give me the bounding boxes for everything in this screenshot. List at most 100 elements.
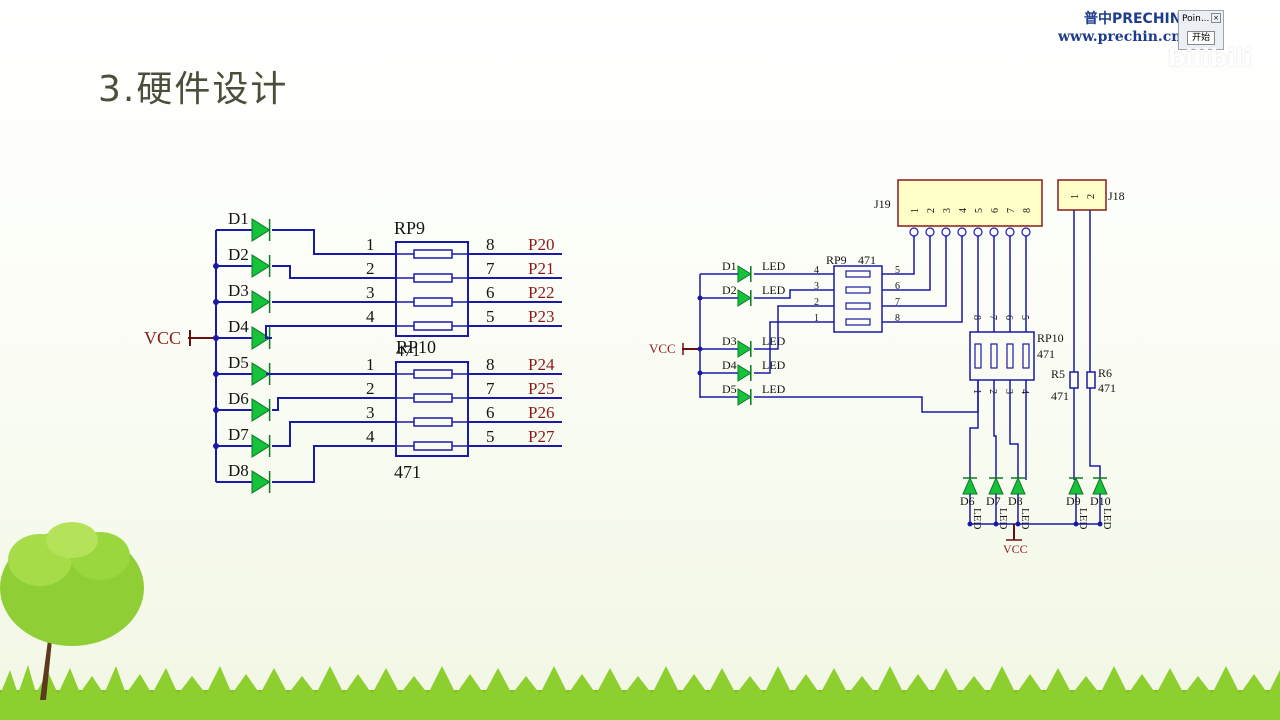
j19-pin-number: 7 xyxy=(1006,208,1017,213)
pin-number-bottom: 4 xyxy=(1019,389,1030,394)
resistor xyxy=(1006,343,1014,369)
junction-dot xyxy=(697,346,703,352)
rp10-d7-wire xyxy=(993,380,997,480)
j19-pin-terminal xyxy=(1021,227,1031,237)
led-d6 xyxy=(962,476,978,495)
r5-name: R5 xyxy=(1051,367,1065,381)
brand-name: 普中PRECHIN xyxy=(1083,11,1182,27)
rp10-right-body xyxy=(969,331,1035,381)
led-ref: D5 xyxy=(722,382,737,396)
junction-dot xyxy=(213,371,219,377)
rp9-right-body xyxy=(833,265,883,333)
led-d5-wire xyxy=(754,380,979,413)
led-label: D1 xyxy=(228,209,249,228)
j19-body xyxy=(897,179,1043,227)
rp10-resistors xyxy=(396,369,562,451)
led-label: D7 xyxy=(228,425,249,444)
led-ref: D4 xyxy=(722,358,737,372)
j18-name: J18 xyxy=(1108,189,1125,203)
resistor xyxy=(413,321,453,331)
pin-number-right: 6 xyxy=(895,281,900,292)
led-ref: D10 xyxy=(1090,494,1111,508)
tree-decoration xyxy=(0,522,144,700)
led-d4 xyxy=(251,326,271,350)
resistor xyxy=(413,297,453,307)
led-d2-wire xyxy=(754,289,834,299)
pin-number-right: 5 xyxy=(486,427,495,446)
j19-pin-number: 4 xyxy=(958,208,969,213)
led-type: LED xyxy=(762,382,786,396)
led-type: LED xyxy=(1101,508,1113,529)
j19-p1-wire xyxy=(882,236,915,275)
port-label: P21 xyxy=(528,259,554,278)
grass-decoration xyxy=(0,665,1280,720)
vcc-label: VCC xyxy=(144,328,181,348)
resistor xyxy=(1022,343,1030,369)
pin-number-left: 3 xyxy=(814,281,819,292)
j19-pin-terminal xyxy=(925,227,935,237)
pin-number-right: 7 xyxy=(895,297,900,308)
start-button[interactable]: 开始 xyxy=(1187,31,1215,45)
led-d1 xyxy=(251,218,271,242)
j18-pin-number: 2 xyxy=(1086,194,1097,199)
r6-body xyxy=(1086,371,1096,389)
resistor xyxy=(974,343,982,369)
rp9-value: 471 xyxy=(396,343,420,360)
resistor xyxy=(990,343,998,369)
pin-number-right: 8 xyxy=(486,235,495,254)
j19-pin-number: 2 xyxy=(926,208,937,213)
led-to-rp-wire xyxy=(272,229,396,255)
vcc-label-right: VCC xyxy=(649,341,676,356)
led-type: LED xyxy=(762,283,786,297)
led-type: LED xyxy=(997,508,1009,529)
j19-p3-wire xyxy=(882,236,947,307)
led-type: LED xyxy=(1077,508,1089,529)
led-label: D4 xyxy=(228,317,249,336)
port-label: P22 xyxy=(528,283,554,302)
led-label: D6 xyxy=(228,389,249,408)
pin-number-right: 6 xyxy=(486,403,495,422)
led-right-d3 xyxy=(737,340,752,358)
led-right-d5 xyxy=(737,388,752,406)
pin-number-bottom: 2 xyxy=(987,389,998,394)
led-d3 xyxy=(251,290,271,314)
pin-number-right: 5 xyxy=(486,307,495,326)
presentation-toolbar[interactable]: Poin... × 开始 xyxy=(1178,10,1224,50)
rp9-resistors xyxy=(396,249,562,331)
led-d5 xyxy=(251,362,271,386)
resistor xyxy=(845,318,871,326)
led-d3-wire xyxy=(754,305,834,350)
j19-pin-terminal xyxy=(973,227,983,237)
rp10-d8-wire xyxy=(1009,380,1019,480)
close-icon[interactable]: × xyxy=(1211,13,1221,23)
rp10-d6-wire xyxy=(969,380,979,480)
pin-number-left: 4 xyxy=(814,265,819,276)
slide-title: 3.硬件设计 xyxy=(98,69,289,110)
led-to-rp-wire xyxy=(272,397,396,411)
r6-value: 471 xyxy=(1098,381,1116,395)
right-connections xyxy=(754,236,1101,480)
led-to-rp-wire xyxy=(265,325,396,339)
led-type: LED xyxy=(1019,508,1031,529)
r5-body xyxy=(1069,371,1079,389)
rp10-right-name: RP10 xyxy=(1037,331,1064,345)
resistor xyxy=(413,273,453,283)
port-label: P24 xyxy=(528,355,555,374)
led-d4-wire xyxy=(754,321,834,374)
led-right-d4 xyxy=(737,364,752,382)
pin-number-bottom: 1 xyxy=(971,389,982,394)
resistor xyxy=(845,302,871,310)
pin-number-left: 1 xyxy=(366,235,375,254)
j19-p2-wire xyxy=(882,236,931,291)
j19-pin-terminal xyxy=(957,227,967,237)
led-type: LED xyxy=(971,508,983,529)
resistor xyxy=(413,369,453,379)
resistor xyxy=(845,270,871,278)
r6-wire xyxy=(1089,388,1101,480)
j18-body xyxy=(1057,179,1107,211)
led-ref: D3 xyxy=(722,334,737,348)
